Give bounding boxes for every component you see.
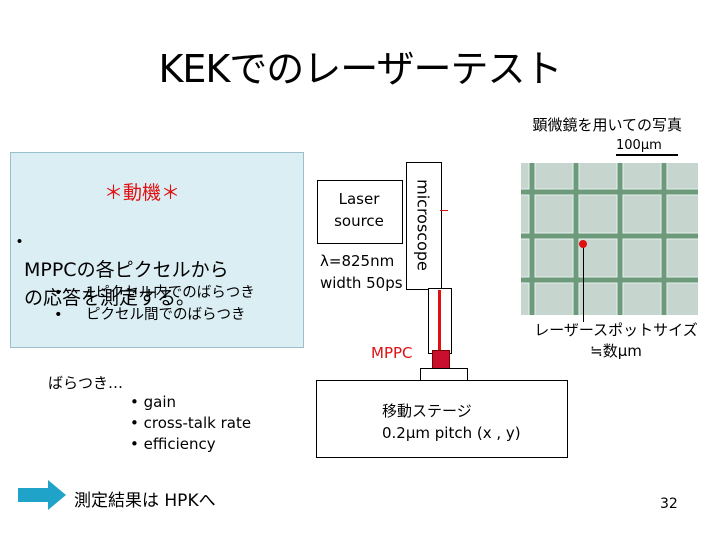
bullet-mark: • <box>54 304 86 326</box>
right-arrow-icon <box>18 480 66 510</box>
laser-beam <box>438 290 441 352</box>
photo-caption: 顕微鏡を用いての写真 <box>532 114 682 135</box>
page-number: 32 <box>660 496 678 512</box>
bullet-list: •1ピクセル内でのばらつき •ピクセル間でのばらつき <box>54 282 255 326</box>
bullet-text: 1ピクセル内でのばらつき <box>86 285 255 301</box>
bullet-mark: • <box>54 282 86 304</box>
motivation-heading: ＊動機＊ <box>104 178 180 205</box>
variation-heading: ばらつき… <box>48 372 123 393</box>
spot-pointer-line <box>583 244 584 322</box>
laser-spot <box>579 240 587 248</box>
microscope-photo <box>521 163 698 315</box>
laser-beam-line <box>440 210 448 211</box>
wavelength-label: λ=825nm width 50ps <box>320 250 403 294</box>
stage-label: 移動ステージ 0.2μm pitch (x , y) <box>382 400 521 444</box>
microscope-label: microscope <box>414 179 433 271</box>
spot-size-label: レーザースポットサイズ ≒数μm <box>526 320 706 362</box>
scale-bar <box>616 154 678 156</box>
laser-source-label: Laser source <box>317 188 401 232</box>
variation-item: • gain <box>130 392 251 413</box>
variation-item: • cross-talk rate <box>130 413 251 434</box>
mppc-chip <box>432 350 450 370</box>
bullet-text: ピクセル間でのばらつき <box>86 307 246 323</box>
bullet-item: •1ピクセル内でのばらつき <box>54 282 255 304</box>
variation-list: • gain • cross-talk rate • efficiency <box>130 392 251 455</box>
slide-title: KEKでのレーザーテスト <box>0 38 720 93</box>
variation-item: • efficiency <box>130 434 251 455</box>
microscope-label-wrap: microscope <box>406 162 440 288</box>
scale-label: 100μm <box>616 138 662 153</box>
mppc-label: MPPC <box>371 344 413 362</box>
main-bullet: ・ <box>10 228 29 256</box>
bullet-item: •ピクセル間でのばらつき <box>54 304 255 326</box>
result-text: 測定結果は HPKへ <box>74 486 216 511</box>
